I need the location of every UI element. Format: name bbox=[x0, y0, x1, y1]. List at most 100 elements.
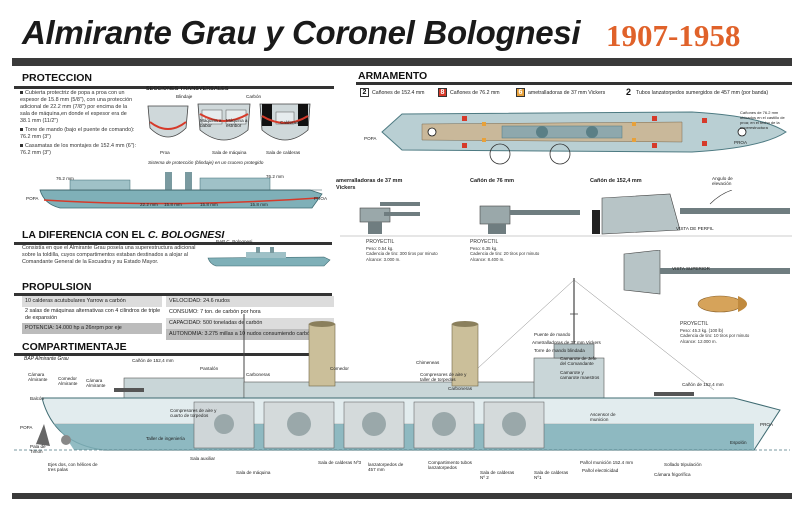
propulsion-right: VELOCIDAD: 24.6 nudos CONSUMO: 7 ton. de… bbox=[166, 296, 334, 340]
diferencia-text: Consistía en que el Almirante Grau poseí… bbox=[22, 245, 196, 265]
propulsion-row: VELOCIDAD: 24.6 nudos bbox=[166, 296, 334, 307]
compartment-label: Comedor Almirante bbox=[58, 376, 78, 386]
deck-popa-label: POPA bbox=[364, 136, 377, 141]
compartment-label: Sala de calderas Nº 2 bbox=[480, 470, 515, 480]
compartment-label: lanzatorpedos de 457 mm bbox=[368, 462, 404, 472]
compartment-label: Torre de mando blindada bbox=[534, 348, 585, 353]
compartment-label: Compresores de aire y taller de torpedos bbox=[420, 372, 467, 382]
gun-152mm-title: Cañón de 152,4 mm bbox=[590, 178, 642, 184]
gun-37mm-title: amerralladoras de 37 mm Vickers bbox=[336, 178, 403, 191]
compartimentaje-heading: COMPARTIMENTAJE bbox=[22, 341, 127, 353]
projectile-icon bbox=[697, 295, 747, 313]
bottom-divider bbox=[12, 493, 792, 499]
years-label: 1907-1958 bbox=[606, 18, 741, 53]
section-boiler-room bbox=[259, 103, 311, 141]
label-sala-maquina: Sala de máquina bbox=[212, 150, 247, 155]
top-divider bbox=[12, 58, 792, 66]
secciones-heading: SECCIONES TRANSVERSALES bbox=[146, 86, 229, 92]
diferencia-heading: LA DIFERENCIA CON EL C. BOLOGNESI bbox=[22, 229, 225, 241]
compartment-label: Sala auxiliar bbox=[190, 456, 216, 461]
compartment-label: Compartimento tubos lanzatorpedos bbox=[428, 460, 472, 470]
compartment-label: Cañón de 152,4 mm bbox=[682, 382, 724, 387]
compartment-label: Compresores de aire y cuarto de torpedos bbox=[170, 408, 217, 418]
label-sala-calderas: Sala de calderas bbox=[266, 150, 301, 155]
spec-152mm: PROYECTIL Peso: 45.3 kg. (100 lb) Cadenc… bbox=[680, 321, 750, 344]
compartment-label: Cañón de 152,4 mm bbox=[132, 358, 174, 363]
compartment-label: Pañol munición 152.4 mm bbox=[580, 460, 634, 465]
cutaway-proa-label: PROA bbox=[760, 422, 774, 427]
hull-label: 22.2 mm bbox=[140, 202, 158, 207]
gun-76mm-illustration bbox=[479, 205, 580, 234]
armamento-heading: ARMAMENTO bbox=[358, 70, 428, 82]
proteccion-bullet: Cubierta protectriz de popa a proa con u… bbox=[20, 90, 133, 124]
compartment-label: Puente de mando bbox=[534, 332, 571, 337]
zoom-circles bbox=[489, 143, 571, 165]
propulsion-row: AUTONOMIA: 3.275 millas a 10 nudos consu… bbox=[166, 329, 334, 340]
top-view-gun bbox=[623, 250, 790, 313]
label-blindaje: Blindaje bbox=[176, 94, 193, 99]
compartimentaje-rule bbox=[14, 353, 332, 356]
protection-hull-diagram bbox=[39, 172, 323, 209]
compartment-label: Chimeneas bbox=[416, 360, 440, 365]
bolognesi-label: BAP C. Bolognesi bbox=[216, 239, 253, 244]
compartment-label: Cámara frigorífica bbox=[654, 472, 691, 477]
section-proa bbox=[147, 105, 189, 138]
compartment-label: Balcón bbox=[30, 396, 45, 401]
compartment-label: Taller de ingeniería bbox=[146, 436, 185, 441]
propulsion-left: 10 calderas acutubulares Yarrow a carbón… bbox=[22, 296, 162, 334]
bolognesi-silhouette bbox=[207, 247, 331, 267]
proteccion-bullet: Torre de mando (bajo el puente de comand… bbox=[20, 127, 135, 140]
compartment-label: Sala de máquina bbox=[236, 470, 271, 475]
hull-label: 15.8 mm bbox=[200, 202, 218, 207]
compartment-label: Ejes dos, con hélices de tres palas bbox=[48, 462, 98, 472]
label-calderas: Calderas bbox=[280, 120, 299, 125]
propulsion-row: POTENCIA: 14.000 hp a 26nrpm por eje bbox=[22, 323, 162, 334]
cross-sections-diagram bbox=[147, 103, 311, 141]
compartment-label: Carboneras bbox=[448, 386, 473, 391]
compartment-label: Ascensor de municion bbox=[590, 412, 616, 422]
compartment-label: Comedor bbox=[330, 366, 349, 371]
deck-note: Cañones de 76.2 mm ubicados en el castil… bbox=[740, 110, 785, 130]
proteccion-rule bbox=[14, 86, 334, 89]
label-proa-section: Proa bbox=[160, 150, 170, 155]
guns-illustration bbox=[340, 190, 792, 237]
popa-label: POPA bbox=[26, 196, 39, 201]
compartment-label: Ametralladoras de 37 mm Vickers bbox=[532, 340, 601, 345]
compartment-label: Camarote de Jefe del Comandante bbox=[560, 356, 597, 366]
propulsion-row: 2 salas de máquinas alternativas con 4 c… bbox=[25, 308, 161, 321]
gun-152mm-illustration bbox=[592, 190, 790, 235]
hull-label: 76.2 mm bbox=[266, 174, 284, 179]
compartment-label: Sollado tripulación bbox=[664, 462, 702, 467]
compartment-label: Carboneras bbox=[246, 372, 271, 377]
proa-label: PROA bbox=[314, 196, 328, 201]
ship-cutaway bbox=[14, 278, 790, 451]
propulsion-row: CAPACIDAD: 500 toneladas de carbón bbox=[166, 318, 334, 329]
deck-proa-label: PROA bbox=[734, 140, 748, 145]
proteccion-bullets: Cubierta protectriz de popa a proa con u… bbox=[20, 90, 138, 157]
page-title: Almirante Grau y Coronel Bolognesi bbox=[22, 14, 581, 51]
compartment-label: Pala de Timón bbox=[30, 444, 46, 454]
espolon-label: Espolón bbox=[730, 440, 747, 445]
vista-superior-label: VISTA SUPERIOR bbox=[672, 266, 710, 271]
spec-37mm: PROYECTIL Peso: 0.54 kg. Cadencia de tir… bbox=[366, 239, 438, 262]
compartment-label: Sala de calderas Nº3 bbox=[318, 460, 362, 465]
gun-76mm-title: Cañón de 76 mm bbox=[470, 178, 515, 184]
propulsion-rule bbox=[14, 293, 332, 296]
compartment-label: Camarote y camarote maestros bbox=[560, 370, 600, 380]
hull-label: 15.8 mm bbox=[164, 202, 182, 207]
armamento-rule bbox=[356, 82, 792, 85]
vista-perfil-label: VISTA DE PERFIL bbox=[676, 226, 714, 231]
compartment-label: Sala de calderas Nº1 bbox=[534, 470, 569, 480]
propulsion-heading: PROPULSION bbox=[22, 281, 92, 293]
secciones-caption: Sistema de protección (blindaje) en un c… bbox=[148, 160, 264, 165]
spec-76mm: PROYECTIL Peso: 6.35 kg. Cadencia de tir… bbox=[470, 239, 540, 262]
label-carbon: Carbón bbox=[246, 94, 262, 99]
propulsion-row: 10 calderas acutubulares Yarrow a carbón bbox=[22, 296, 162, 307]
propulsion-row: CONSUMO: 7 ton. de carbón por hora bbox=[169, 309, 261, 315]
deck-top-view bbox=[381, 111, 787, 153]
compartment-label: Pañol electricidad bbox=[582, 468, 619, 473]
